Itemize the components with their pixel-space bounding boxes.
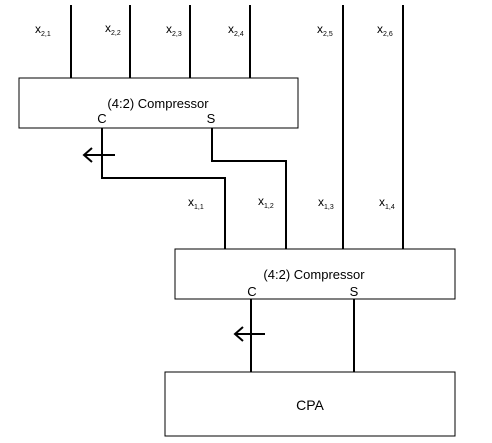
carry-out-arrow-top — [82, 147, 115, 163]
compressor-top-title: (4:2) Compressor — [107, 96, 209, 111]
label-x21: x2,1 — [35, 22, 51, 38]
compressor-bottom: (4:2) Compressor C S — [174, 248, 456, 300]
carry-out-arrow-bottom — [233, 326, 265, 342]
compressor-bottom-carry-label: C — [247, 284, 256, 299]
cpa-block: CPA — [164, 371, 456, 437]
wire-top-carry — [101, 128, 226, 249]
label-x26: x2,6 — [377, 22, 393, 38]
compressor-top-carry-label: C — [97, 111, 106, 126]
compressor-bottom-title: (4:2) Compressor — [263, 267, 365, 282]
compressor-top: (4:2) Compressor C S — [18, 77, 299, 129]
compressor-top-sum-label: S — [207, 111, 216, 126]
label-x14: x1,4 — [379, 195, 395, 211]
cpa-label: CPA — [296, 397, 324, 413]
label-x22: x2,2 — [105, 21, 121, 37]
label-x24: x2,4 — [228, 22, 244, 38]
label-x12: x1,2 — [258, 194, 274, 210]
label-x25: x2,5 — [317, 22, 333, 38]
label-x23: x2,3 — [166, 22, 182, 38]
wire-top-sum — [211, 128, 287, 249]
label-x13: x1,3 — [318, 195, 334, 211]
compressor-bottom-sum-label: S — [350, 284, 359, 299]
label-x11: x1,1 — [188, 195, 204, 211]
